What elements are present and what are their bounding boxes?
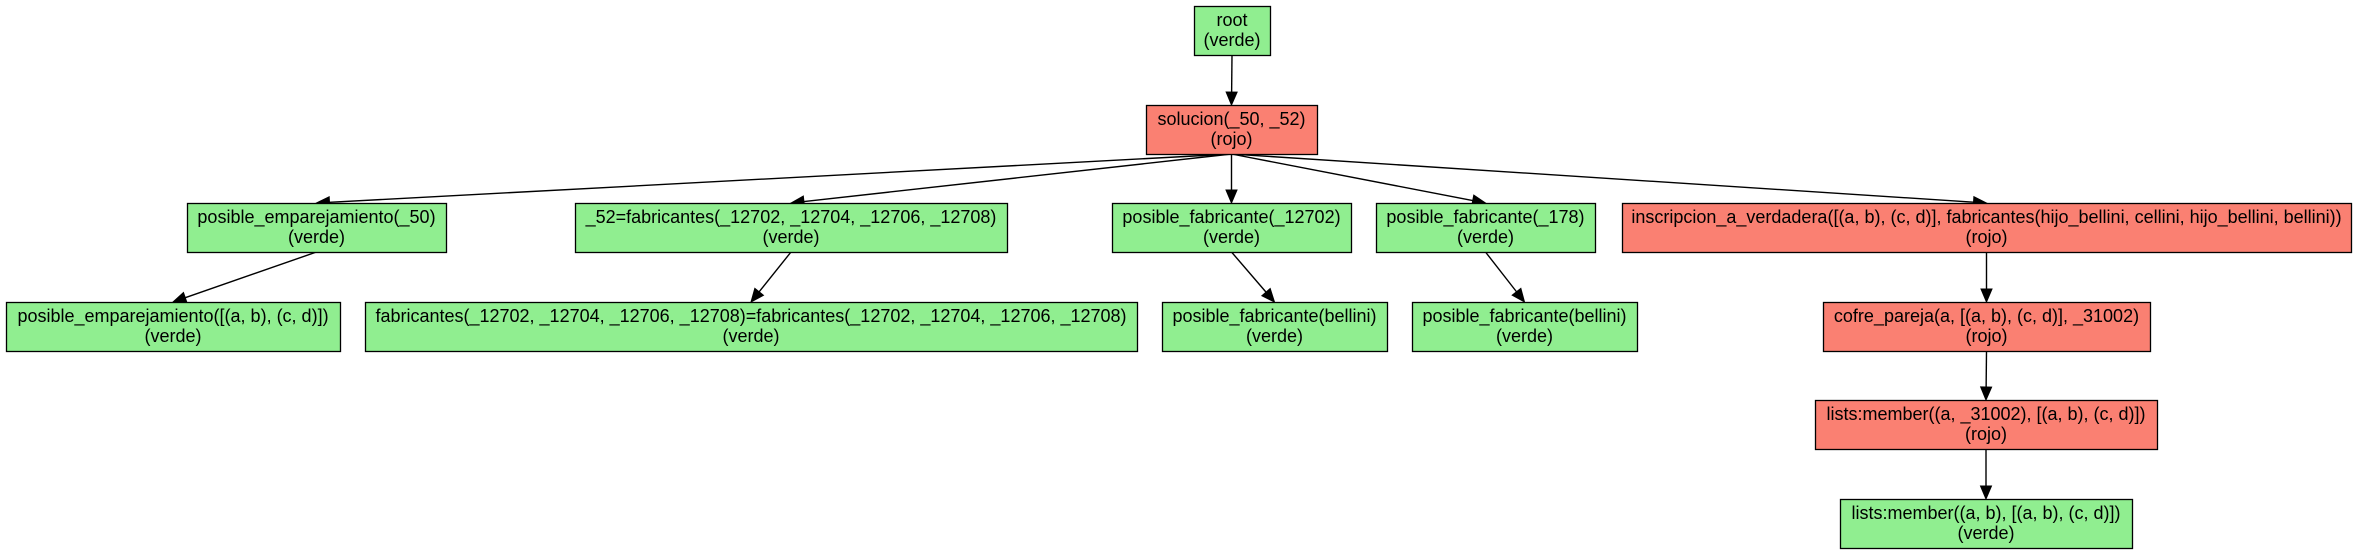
node-posible-emparejamiento-50: posible_emparejamiento(_50)(verde): [186, 202, 448, 254]
edge-posible_emparejamiento_50-to-posible_emparejamiento_list: [171, 251, 317, 304]
arrowhead-icon: [171, 291, 188, 304]
edge-line: [1231, 153, 1974, 203]
edge-cofre_pareja-to-lists_member_31002: [1979, 350, 1993, 402]
node-status-label: (verde): [1957, 523, 2014, 543]
arrowhead-icon: [1979, 485, 1993, 501]
node-status-label: (rojo): [1965, 227, 2007, 247]
node-box: [1411, 301, 1639, 353]
edge-line: [329, 153, 1232, 204]
node-status-label: (rojo): [1210, 129, 1252, 149]
arrowhead-icon: [1225, 91, 1238, 107]
node-label: cofre_pareja(a, [(a, b), (c, d)], _31002…: [1834, 306, 2139, 327]
nodes-layer: root(verde)solucion(_50, _52)(rojo)posib…: [5, 5, 2353, 550]
node-status-label: (verde): [1246, 326, 1303, 346]
node-status-label: (verde): [722, 326, 779, 346]
edge-lists_member_31002-to-lists_member_ab: [1979, 449, 1993, 501]
edge-inscripcion_a_verdadera-to-cofre_pareja: [1980, 252, 1993, 304]
node-box: [5, 301, 342, 353]
edge-solucion-to-inscripcion_a_verdadera: [1231, 153, 1988, 209]
edge-line: [185, 251, 317, 299]
node-posible-fabricante-bellini-b: posible_fabricante(bellini)(verde): [1411, 301, 1639, 353]
node-label: posible_fabricante(bellini): [1422, 306, 1626, 327]
node-solucion: solucion(_50, _52)(rojo): [1145, 104, 1319, 156]
node-box: [1822, 301, 2152, 353]
arrowhead-icon: [1980, 288, 1993, 304]
edge-solucion-to-posible_emparejamiento_50: [315, 153, 1232, 209]
node-lists-member-ab: lists:member((a, b), [(a, b), (c, d)])(v…: [1839, 498, 2134, 550]
edges-layer: [171, 54, 1993, 501]
node-label: posible_emparejamiento([(a, b), (c, d)]): [17, 306, 328, 327]
node-box: [1814, 399, 2159, 451]
edge-eq_52_fabricantes-to-fabricantes_eq: [750, 251, 792, 304]
node-posible-fabricante-12702: posible_fabricante(_12702)(verde): [1111, 202, 1353, 254]
node-box: [364, 301, 1139, 353]
edge-line: [1231, 153, 1473, 202]
node-box: [574, 202, 1009, 254]
node-status-label: (verde): [1457, 227, 1514, 247]
node-box: [1161, 301, 1389, 353]
node-eq-52-fabricantes: _52=fabricantes(_12702, _12704, _12706, …: [574, 202, 1009, 254]
node-status-label: (verde): [288, 227, 345, 247]
node-box: [186, 202, 448, 254]
node-lists-member-31002: lists:member((a, _31002), [(a, b), (c, d…: [1814, 399, 2159, 451]
node-box: [1193, 5, 1272, 57]
node-posible-fabricante-178: posible_fabricante(_178)(verde): [1375, 202, 1597, 254]
node-label: lists:member((a, b), [(a, b), (c, d)]): [1851, 503, 2120, 523]
node-posible-emparejamiento-list: posible_emparejamiento([(a, b), (c, d)])…: [5, 301, 342, 353]
node-label: lists:member((a, _31002), [(a, b), (c, d…: [1826, 404, 2145, 425]
node-fabricantes-eq: fabricantes(_12702, _12704, _12706, _127…: [364, 301, 1139, 353]
node-status-label: (verde): [1203, 30, 1260, 50]
node-label: posible_emparejamiento(_50): [197, 207, 435, 228]
arrowhead-icon: [1511, 287, 1526, 304]
node-box: [1145, 104, 1319, 156]
edge-posible_fabricante_12702-to-posible_fabricante_bellini_a: [1230, 251, 1276, 303]
node-label: posible_fabricante(bellini): [1172, 306, 1376, 327]
arrowhead-icon: [750, 287, 765, 304]
edge-solucion-to-eq_52_fabricantes: [789, 153, 1232, 208]
node-status-label: (verde): [1496, 326, 1553, 346]
node-label: posible_fabricante(_178): [1386, 207, 1584, 228]
edge-line: [1484, 251, 1518, 293]
edge-line: [758, 251, 792, 293]
node-label: posible_fabricante(_12702): [1122, 207, 1340, 228]
node-status-label: (rojo): [1965, 424, 2007, 444]
arrowhead-icon: [1979, 386, 1993, 402]
node-status-label: (rojo): [1965, 326, 2007, 346]
node-status-label: (verde): [1203, 227, 1260, 247]
node-inscripcion-a-verdadera: inscripcion_a_verdadera([(a, b), (c, d)]…: [1621, 202, 2353, 254]
node-label: root: [1216, 10, 1247, 30]
node-cofre-pareja: cofre_pareja(a, [(a, b), (c, d)], _31002…: [1822, 301, 2152, 353]
node-label: _52=fabricantes(_12702, _12704, _12706, …: [585, 207, 997, 228]
node-box: [1111, 202, 1353, 254]
arrowhead-icon: [1260, 287, 1276, 303]
edge-root-to-solucion: [1225, 54, 1238, 107]
edge-line: [1230, 251, 1267, 293]
edge-solucion-to-posible_fabricante_12702: [1225, 154, 1238, 205]
node-status-label: (verde): [144, 326, 201, 346]
node-root: root(verde): [1193, 5, 1272, 57]
node-label: inscripcion_a_verdadera([(a, b), (c, d)]…: [1631, 207, 2341, 228]
node-box: [1621, 202, 2353, 254]
edge-posible_fabricante_178-to-posible_fabricante_bellini_b: [1484, 251, 1526, 304]
node-status-label: (verde): [762, 227, 819, 247]
node-label: solucion(_50, _52): [1157, 109, 1305, 130]
node-box: [1375, 202, 1597, 254]
node-label: fabricantes(_12702, _12704, _12706, _127…: [375, 306, 1126, 327]
arrowhead-icon: [1225, 189, 1238, 205]
node-posible-fabricante-bellini-a: posible_fabricante(bellini)(verde): [1161, 301, 1389, 353]
edge-line: [803, 153, 1232, 203]
node-box: [1839, 498, 2134, 550]
